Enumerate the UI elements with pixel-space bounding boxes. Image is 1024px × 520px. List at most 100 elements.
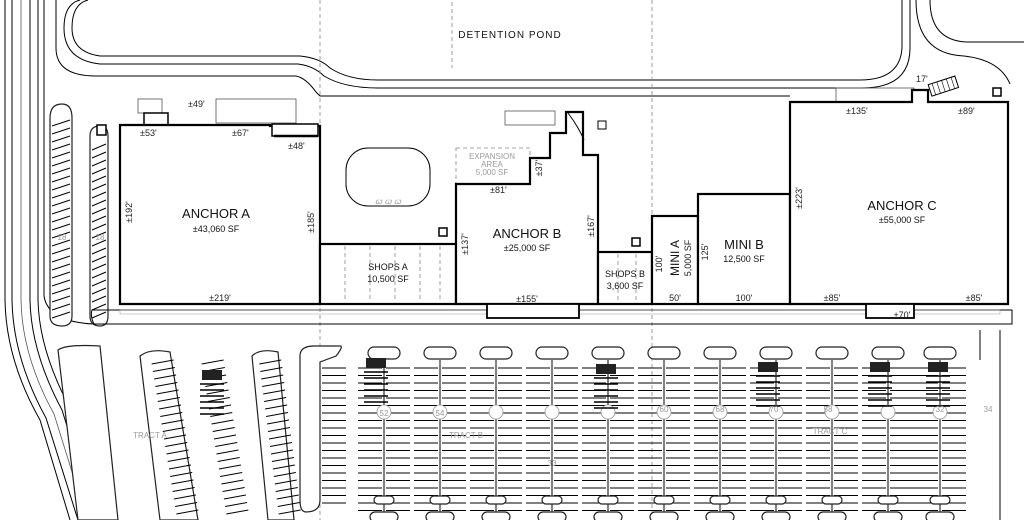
parking-stripe [51,247,71,255]
parking-stripe [91,215,107,223]
parking-number: 52 [380,409,389,418]
parking-number: 58 [824,405,833,414]
parking-end-island [423,346,457,360]
expansion-line-2: AREA [481,160,503,169]
parking-left-island [57,344,119,520]
parking-end-island [871,346,905,360]
parking-stripe [211,419,234,425]
parking-stripe [173,494,196,500]
parking-stripe [206,389,229,395]
dim-a-right: ±185' [306,211,316,233]
parking-stripe [175,502,198,507]
parking-stripe [51,255,71,263]
parking-curved-island [299,345,342,513]
detention-pond-label: DETENTION POND [458,30,561,41]
row-number-bubble [376,404,392,420]
row-number-bubble [880,404,896,420]
parking-stripe [51,199,71,207]
detention-pond: DETENTION POND [55,0,911,97]
dim-a-49: ±49' [188,99,205,109]
parking-stripe [272,464,295,470]
dim-mini-b-side: 125' [700,243,710,260]
parking-end-cap [593,511,623,520]
parking-end-cap [817,511,847,520]
parking-stripe [158,404,182,410]
parking-stripe [262,382,285,387]
parking-stripe [51,119,71,127]
parking-stripe [271,457,294,462]
left-angled-parking: 18 18 [49,103,109,327]
parking-stripe [91,207,107,215]
courtyard-feature: ꞷ ꞷ ꞷ [345,147,448,237]
dim-b-37: ±37' [534,159,544,176]
parking-stripe [91,295,107,303]
parking-stripe [51,215,71,223]
parking-stripe [161,419,184,425]
parking-stripe [155,382,178,387]
dim-c-bottom-70: ±70' [894,310,911,320]
svg-text:18: 18 [96,233,105,242]
parking-stripe [91,183,107,191]
dim-b-81: ±81' [490,185,507,195]
parking-stripe [222,487,245,492]
parking-stripe [166,449,189,455]
parking-stripe [212,427,235,432]
dim-mini-a-side: 100' [654,255,664,272]
parking-stripe [225,502,248,507]
parking-stripe [172,487,195,492]
parking-number: 32 [936,405,945,414]
parking-end-cap [765,495,787,505]
parking-stripe [91,223,107,231]
row-number-bubble [544,404,560,420]
parking-end-cap [925,511,955,520]
svg-text:18: 18 [58,233,67,242]
anchor-a-area: ±43,060 SF [193,224,240,234]
dim-c-bottom-85a: ±85' [824,293,841,303]
parking-stripe [269,442,293,447]
parking-stripe [167,457,190,462]
parking-stripe [91,279,107,287]
parking-stripe [91,159,107,167]
parking-stripe [264,397,287,402]
dim-c-89: ±89' [958,106,975,116]
parking-stripe [51,151,71,159]
parking-stripe [215,442,238,447]
parking-stripe [165,442,188,447]
shops-b-area: 3,600 SF [607,281,644,291]
parking-end-cap [653,495,675,505]
dim-small-17: 17' [916,74,928,84]
parking-stripe [51,159,71,167]
anchor-c-area: ±55,000 SF [879,215,926,225]
parking-stripe [266,412,289,417]
parking-stripe [163,434,187,440]
parking-field [57,330,1001,520]
shops-a-area: 10,500 SF [367,274,409,284]
parking-stripe [267,427,291,432]
parking-stripe [51,191,71,199]
parking-stripe [91,199,107,207]
parking-stripe [51,127,71,135]
mini-a-building: MINI A 5,000 SF 100' 50' [650,214,700,306]
parking-stripe [51,223,71,231]
dim-a-53: ±53' [140,128,157,138]
anchor-a-name: ANCHOR A [182,206,250,221]
parking-stripe [91,143,107,151]
parking-stripe [51,287,71,295]
parking-end-cap [373,495,395,505]
parking-stripe [265,404,288,410]
parking-stripe [220,472,243,477]
anchor-c-building: 17' ANCHOR C ±55,000 SF ±135' ±89' ±223'… [788,74,1010,320]
svg-text:ꞷ ꞷ ꞷ: ꞷ ꞷ ꞷ [375,197,402,206]
dim-c-bottom-85b: ±85' [966,293,983,303]
parking-stripe [226,509,249,515]
parking-stripe [260,367,283,372]
dim-a-bottom: ±219' [209,293,231,303]
parking-stripe [168,464,192,470]
parking-number: 34 [984,405,993,414]
dim-b-right: ±167' [586,215,596,237]
parking-end-island [759,346,793,360]
parking-stripe [201,359,224,365]
parking-stripe [91,263,107,271]
parking-stripe [259,359,282,365]
parking-stripe [156,389,179,395]
